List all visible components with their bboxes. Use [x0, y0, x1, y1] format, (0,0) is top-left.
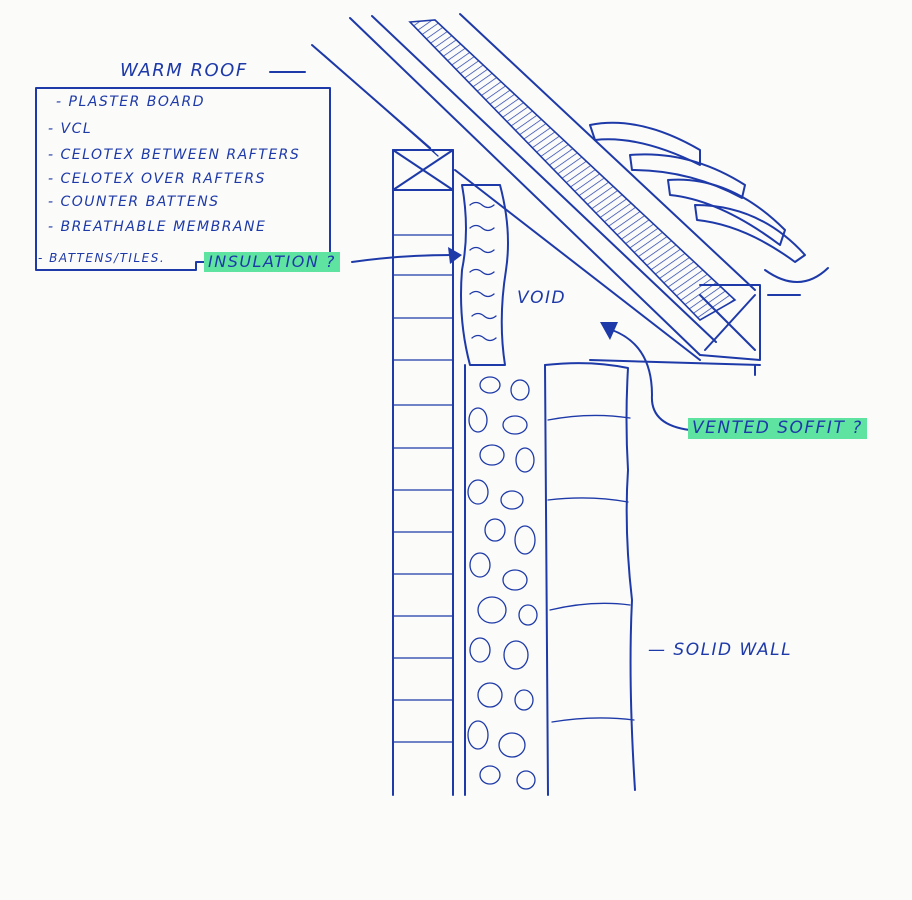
void-label: VOID — [517, 288, 567, 308]
layer-list-box — [35, 71, 331, 271]
outer-stone-leaf — [544, 362, 636, 791]
solid-wall-label: — SOLID WALL — [648, 640, 793, 660]
insulation-arrow — [351, 247, 462, 264]
rubble-infill — [464, 364, 549, 796]
layer-item: - BATTENS/TILES. — [38, 251, 166, 265]
roof-slope — [311, 13, 829, 376]
tile — [667, 178, 786, 246]
layer-item: - CELOTEX BETWEEN RAFTERS — [48, 147, 301, 163]
layer-item: - BREATHABLE MEMBRANE — [48, 219, 267, 235]
layer-item: - COUNTER BATTENS — [48, 194, 220, 210]
warm-roof-label: WARM ROOF — [120, 60, 248, 81]
layer-list: - PLASTER BOARD - VCL - CELOTEX BETWEEN … — [38, 94, 336, 275]
tile — [589, 121, 701, 166]
rafter-insulation-hatch — [408, 19, 737, 322]
wall-head-insulation — [460, 184, 509, 366]
layer-item: - PLASTER BOARD — [56, 94, 205, 110]
tile — [694, 204, 806, 263]
inner-leaf-blockwork — [392, 149, 454, 796]
layer-item: - VCL — [48, 121, 93, 137]
layer-item: - CELOTEX OVER RAFTERS — [48, 171, 266, 187]
vented-soffit-arrow — [600, 322, 691, 431]
vented-soffit-label: VENTED SOFFIT ? — [688, 418, 867, 439]
gutter — [764, 267, 829, 283]
fascia — [699, 284, 761, 361]
insulation-label: INSULATION ? — [204, 252, 340, 272]
tile — [629, 153, 746, 199]
soffit — [589, 359, 761, 366]
